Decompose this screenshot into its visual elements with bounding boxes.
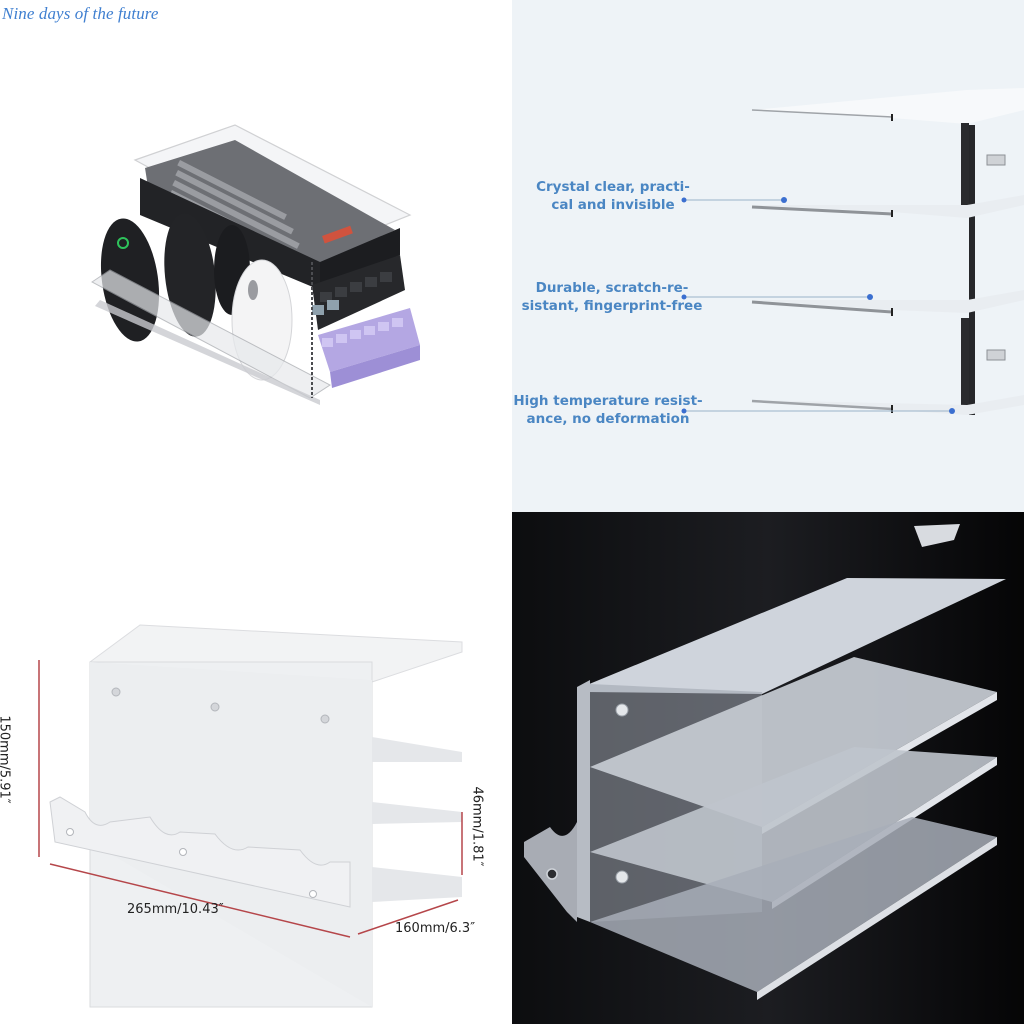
depth-dimension-label: 160mm/6.3″ — [395, 921, 476, 936]
dimensions-panel: 150mm/5.91″ 265mm/10.43″ 160mm/6.3″ 46mm… — [0, 512, 512, 1024]
feature-line: cal and invisible — [551, 197, 675, 213]
features-panel: Crystal clear, practi- cal and invisible… — [512, 0, 1024, 512]
watermark-text: Nine days of the future — [2, 4, 159, 23]
stand-cross-section-illustration — [681, 88, 1024, 415]
stand-with-devices-illustration — [91, 124, 420, 405]
feature-heat-resistant: High temperature resist- ance, no deform… — [512, 392, 708, 428]
height-dimension-label: 150mm/5.91″ — [0, 715, 12, 804]
feature-line: Durable, scratch-re- — [535, 280, 689, 296]
frosted-stand-illustration — [512, 512, 1024, 1024]
shelf-gap-dimension-label: 46mm/1.81″ — [469, 786, 485, 867]
feature-line: ance, no deformation — [526, 411, 690, 427]
feature-durable: Durable, scratch-re- sistant, fingerprin… — [512, 279, 712, 315]
dark-product-view-image — [512, 512, 1024, 1024]
feature-line: sistant, fingerprint-free — [521, 298, 703, 314]
feature-line: High temperature resist- — [513, 393, 703, 409]
width-dimension-label: 265mm/10.43″ — [127, 902, 224, 917]
feature-line: Crystal clear, practi- — [536, 179, 690, 195]
feature-crystal-clear: Crystal clear, practi- cal and invisible — [513, 178, 713, 214]
product-in-use-image — [0, 0, 512, 512]
stand-dimension-drawing — [38, 624, 463, 1008]
